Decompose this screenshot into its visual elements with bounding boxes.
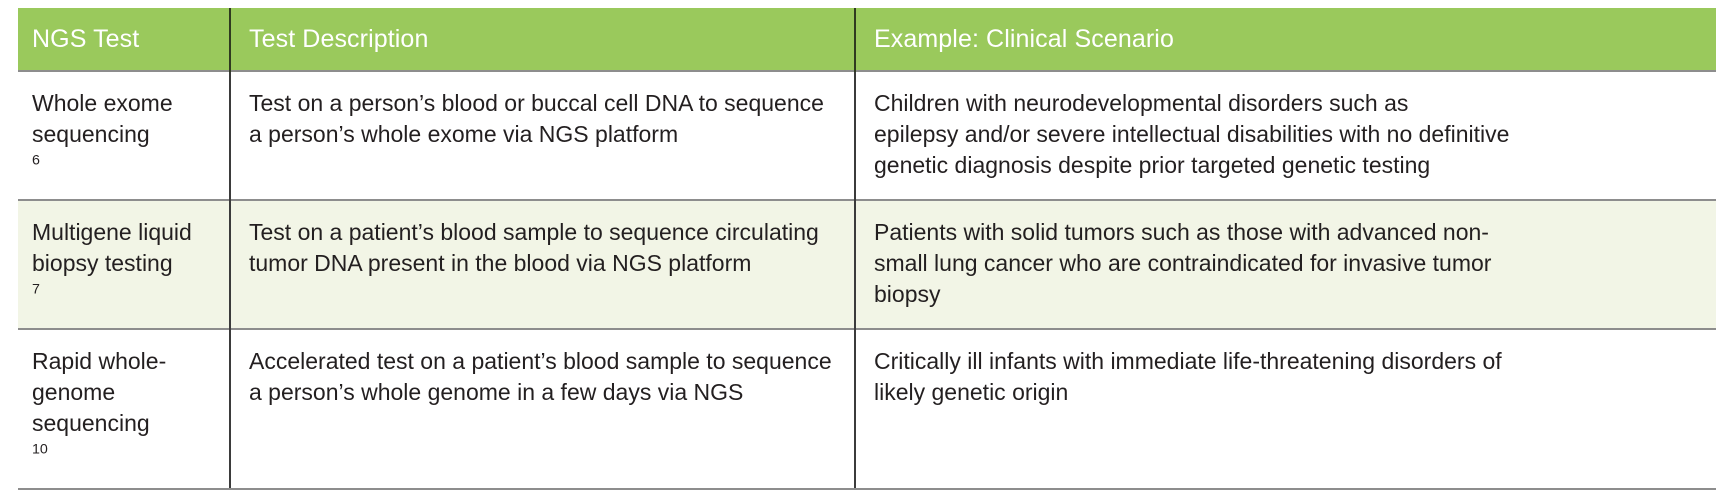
- table-header: NGS Test Test Description Example: Clini…: [18, 8, 1716, 71]
- ngs-test-table: NGS Test Test Description Example: Clini…: [18, 8, 1716, 490]
- cell-clinical-scenario: Children with neurodevelopmental disorde…: [854, 70, 1716, 200]
- column-header-test-description: Test Description: [229, 8, 855, 71]
- cell-test-description: Test on a person’s blood or buccal cell …: [229, 70, 855, 200]
- footnote-marker: 7: [32, 281, 40, 298]
- column-header-ngs-test: NGS Test: [18, 8, 230, 71]
- cell-test-description: Test on a patient’s blood sample to sequ…: [229, 199, 855, 329]
- cell-test-description: Accelerated test on a patient’s blood sa…: [229, 328, 855, 490]
- footnote-marker: 10: [32, 441, 48, 458]
- cell-clinical-scenario: Critically ill infants with immediate li…: [854, 328, 1716, 490]
- cell-ngs-test: Rapid whole- genome sequencing 10: [18, 328, 230, 490]
- table-row: Rapid whole- genome sequencing 10 Acceler…: [18, 328, 1716, 490]
- cell-text-ngs-test: Whole exome sequencing: [32, 90, 173, 147]
- table-row: Multigene liquid biopsy testing 7 Test on…: [18, 199, 1716, 329]
- cell-ngs-test: Whole exome sequencing 6: [18, 70, 230, 200]
- table-body: Whole exome sequencing 6 Test on a person…: [18, 70, 1716, 490]
- cell-text-ngs-test: Multigene liquid biopsy testing: [32, 219, 192, 276]
- table-header-row: NGS Test Test Description Example: Clini…: [18, 8, 1716, 71]
- cell-text-test-description: Accelerated test on a patient’s blood sa…: [249, 348, 832, 405]
- cell-text-test-description: Test on a patient’s blood sample to sequ…: [249, 219, 819, 276]
- table-row: Whole exome sequencing 6 Test on a person…: [18, 70, 1716, 200]
- cell-ngs-test: Multigene liquid biopsy testing 7: [18, 199, 230, 329]
- cell-text-clinical-scenario: Patients with solid tumors such as those…: [874, 219, 1492, 307]
- ngs-test-table-container: NGS Test Test Description Example: Clini…: [18, 8, 1716, 490]
- footnote-marker: 6: [32, 152, 40, 169]
- cell-text-ngs-test: Rapid whole- genome sequencing: [32, 348, 167, 436]
- cell-text-clinical-scenario: Children with neurodevelopmental disorde…: [874, 90, 1510, 178]
- column-header-example-clinical-scenario: Example: Clinical Scenario: [854, 8, 1716, 71]
- cell-text-clinical-scenario: Critically ill infants with immediate li…: [874, 348, 1502, 405]
- cell-text-test-description: Test on a person’s blood or buccal cell …: [249, 90, 824, 147]
- cell-clinical-scenario: Patients with solid tumors such as those…: [854, 199, 1716, 329]
